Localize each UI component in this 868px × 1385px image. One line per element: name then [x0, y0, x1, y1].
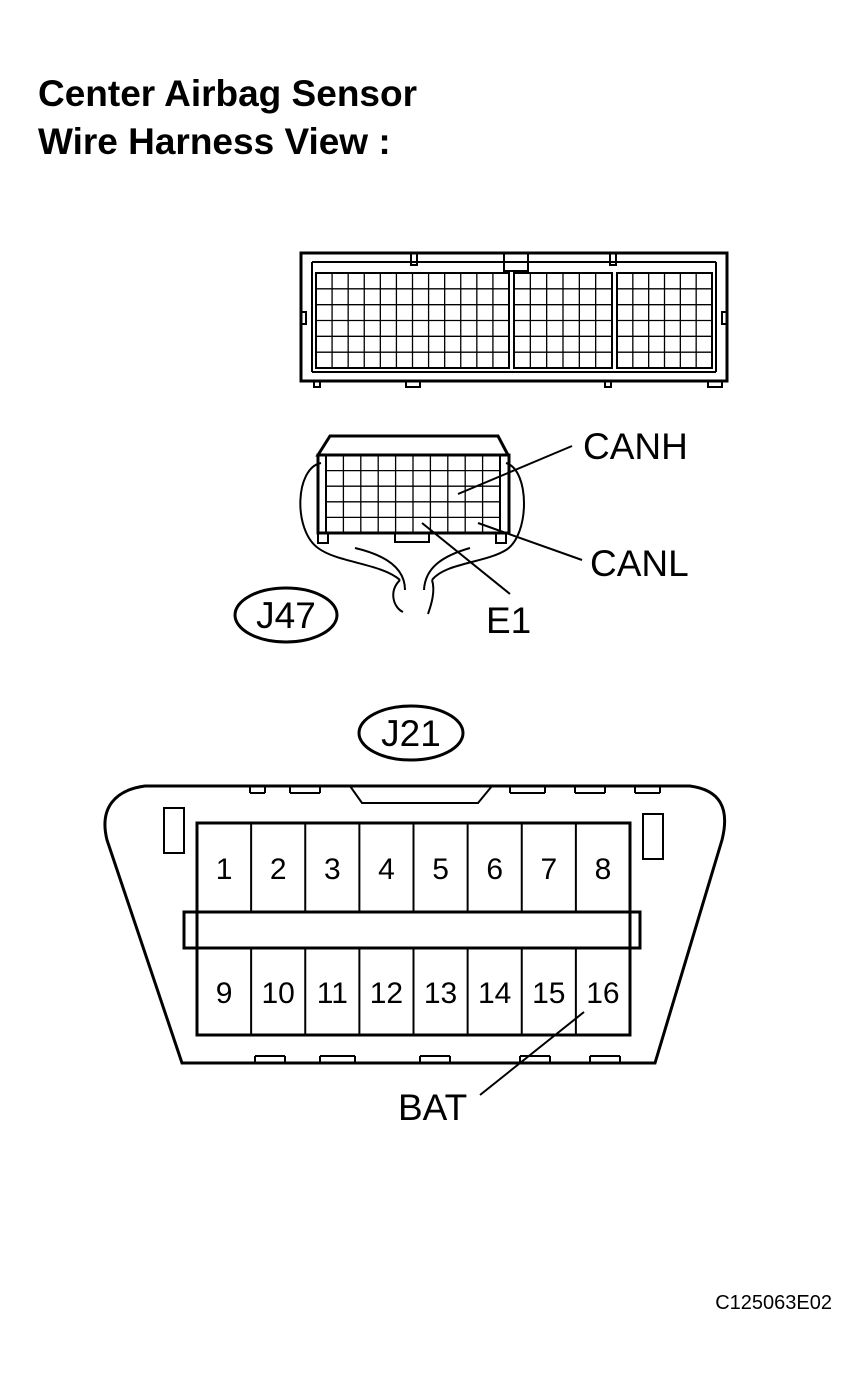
j21-connector-id: J21 — [381, 713, 441, 754]
pin-label-6: 6 — [486, 853, 503, 886]
pin-label-10: 10 — [262, 977, 295, 1010]
j21-edge-ticks — [249, 786, 661, 1063]
e1-label: E1 — [486, 600, 531, 641]
canl-label: CANL — [590, 543, 689, 584]
pin-label-8: 8 — [595, 853, 612, 886]
pin-label-9: 9 — [216, 977, 233, 1010]
sensor-cavity-grid-a — [316, 273, 509, 368]
sensor-cavity-grid-c — [617, 273, 712, 368]
canh-leader-line — [457, 445, 573, 495]
pin-label-4: 4 — [378, 853, 395, 886]
j47-badge — [233, 586, 339, 644]
page-title: Center Airbag Sensor Wire Harness View : — [38, 70, 417, 166]
bat-leader-line — [479, 1011, 585, 1096]
title-line-2: Wire Harness View : — [38, 121, 391, 162]
title-line-1: Center Airbag Sensor — [38, 73, 417, 114]
figure-code: C125063E02 — [715, 1292, 832, 1314]
j21-pin-dividers — [250, 823, 577, 1035]
j21-badge — [357, 704, 465, 762]
j21-dlc-connector — [103, 784, 727, 1065]
pin-label-14: 14 — [478, 977, 511, 1010]
pin-label-11: 11 — [317, 977, 348, 1010]
j47-connector-id: J47 — [256, 595, 316, 636]
pin-label-16: 16 — [586, 977, 619, 1010]
canh-label: CANH — [583, 426, 688, 467]
pin-label-13: 13 — [424, 977, 457, 1010]
pin-label-7: 7 — [540, 853, 557, 886]
j47-connector — [299, 434, 525, 615]
j47-cavity-grid — [326, 455, 500, 533]
sensor-cavity-grid-b — [514, 273, 612, 368]
pin-label-15: 15 — [532, 977, 565, 1010]
pin-label-5: 5 — [432, 853, 449, 886]
pin-label-3: 3 — [324, 853, 341, 886]
e1-leader-line — [421, 522, 511, 595]
canl-leader-line — [477, 522, 583, 561]
pin-label-2: 2 — [270, 853, 287, 886]
bat-label: BAT — [398, 1087, 467, 1128]
pin-label-1: 1 — [216, 853, 233, 886]
pin-label-12: 12 — [370, 977, 403, 1010]
